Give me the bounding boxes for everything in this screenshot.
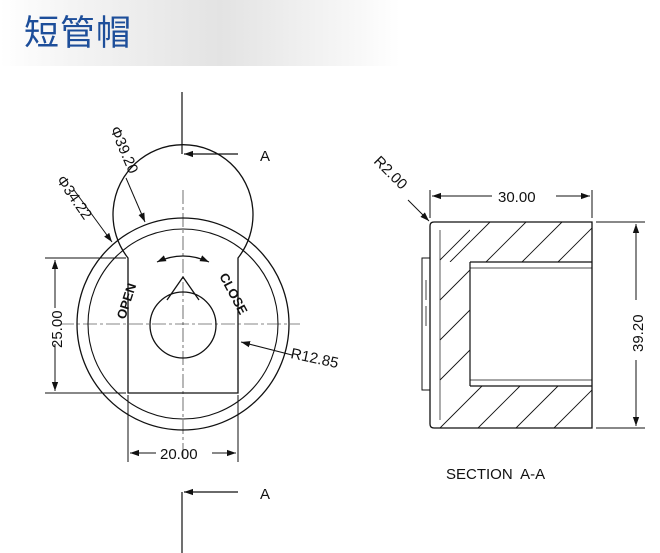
dia-inner-label: Φ34.22 [53,173,95,223]
section-mark-bottom: A [260,486,270,503]
dia-outer-label: Φ39.20 [106,124,141,176]
section-mark-top: A [260,148,270,165]
radius-leader [240,341,293,356]
section-hatch [439,222,592,428]
width-dim-label: 20.00 [160,446,198,463]
height-dimension [45,257,126,394]
section-line-bottom [181,488,238,553]
fillet-label: R2.00 [370,153,410,193]
open-label: OPEN [114,281,140,321]
dia-leaders [73,177,146,243]
fillet-leader [407,199,430,222]
width-dimension [127,395,239,462]
length-dimension [429,190,593,218]
front-view [60,144,300,460]
diameter-dimension [596,221,645,429]
height-dim-label: 25.00 [49,310,66,348]
length-dim-label: 30.00 [498,189,536,206]
key-profile [112,144,254,394]
close-label: CLOSE [216,270,250,317]
section-line-top [181,92,238,158]
diameter-dim-label: 39.20 [630,314,647,352]
title-banner [0,0,400,66]
radius-label: R12.85 [289,345,340,372]
section-caption: SECTION A-A [446,466,545,483]
section-view [421,221,593,429]
page-title: 短管帽 [24,14,133,54]
